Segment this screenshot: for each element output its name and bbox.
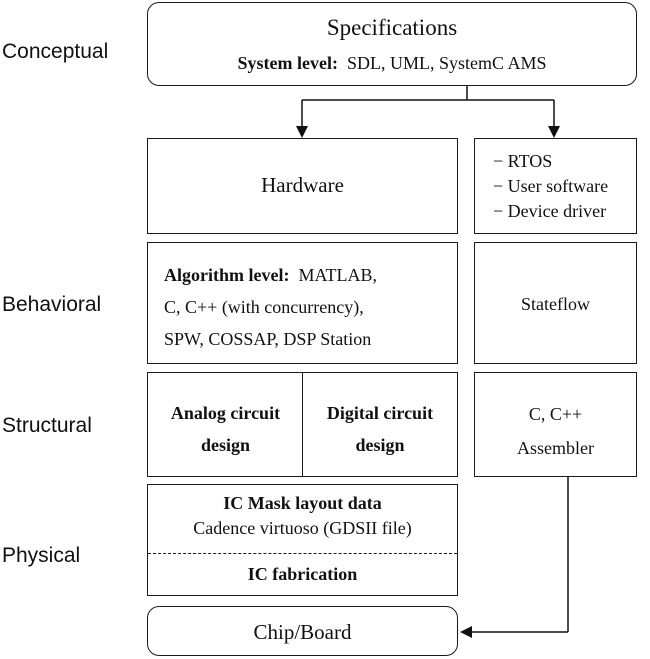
level-structural: Structural — [2, 414, 92, 437]
dashed-divider — [148, 553, 457, 554]
code-line-2: Assembler — [517, 438, 594, 458]
code-box: C, C++ Assembler — [474, 372, 637, 477]
analog-line-1: Analog circuit — [170, 403, 281, 423]
system-level-line: System level: SDL, UML, SystemC AMS — [148, 53, 636, 74]
software-item-device-driver: − Device driver — [493, 201, 607, 221]
level-physical: Physical — [2, 544, 81, 567]
ic-mask-box: IC Mask layout data Cadence virtuoso (GD… — [147, 484, 458, 596]
chip-board-box: Chip/Board — [147, 606, 458, 656]
software-item-rtos: − RTOS — [493, 151, 553, 171]
algorithm-line-2: C, C++ (with concurrency), — [164, 297, 364, 317]
software-list: − RTOS − User software − Device driver — [493, 149, 608, 224]
software-box: − RTOS − User software − Device driver — [474, 138, 637, 234]
analog-line-2: design — [200, 435, 251, 455]
stateflow-title: Stateflow — [521, 294, 590, 314]
algorithm-tools-1: MATLAB, — [298, 265, 377, 285]
algorithm-line-1: Algorithm level: MATLAB, — [164, 259, 377, 291]
software-item-user-software: − User software — [493, 176, 609, 196]
system-level-tools: SDL, UML, SystemC AMS — [346, 53, 547, 73]
algorithm-line-3: SPW, COSSAP, DSP Station — [164, 329, 372, 349]
hardware-box: Hardware — [147, 138, 458, 234]
digital-circuit-text: Digital circuit design — [303, 397, 457, 461]
digital-circuit-box: Digital circuit design — [302, 372, 458, 477]
ic-mask-subtitle: Cadence virtuoso (GDSII file) — [193, 518, 412, 538]
system-level-label: System level: — [237, 53, 338, 73]
specifications-box: Specifications System level: SDL, UML, S… — [147, 2, 637, 86]
ic-mask-title: IC Mask layout data — [223, 493, 382, 513]
analog-circuit-text: Analog circuit design — [148, 397, 303, 461]
digital-line-1: Digital circuit — [326, 403, 434, 423]
algorithm-level-label: Algorithm level: — [164, 265, 290, 285]
level-conceptual: Conceptual — [2, 40, 109, 63]
chip-board-title: Chip/Board — [253, 620, 352, 644]
level-behavioral: Behavioral — [2, 293, 102, 316]
code-line-1: C, C++ — [528, 404, 583, 424]
algorithm-text: Algorithm level: MATLAB, C, C++ (with co… — [164, 259, 377, 355]
code-text: C, C++ Assembler — [475, 397, 636, 465]
specifications-title: Specifications — [326, 15, 458, 40]
hardware-title: Hardware — [261, 173, 344, 197]
stateflow-box: Stateflow — [474, 242, 637, 364]
algorithm-box: Algorithm level: MATLAB, C, C++ (with co… — [147, 242, 458, 364]
analog-circuit-box: Analog circuit design — [147, 372, 304, 477]
digital-line-2: design — [355, 435, 405, 455]
ic-fabrication: IC fabrication — [247, 564, 358, 584]
